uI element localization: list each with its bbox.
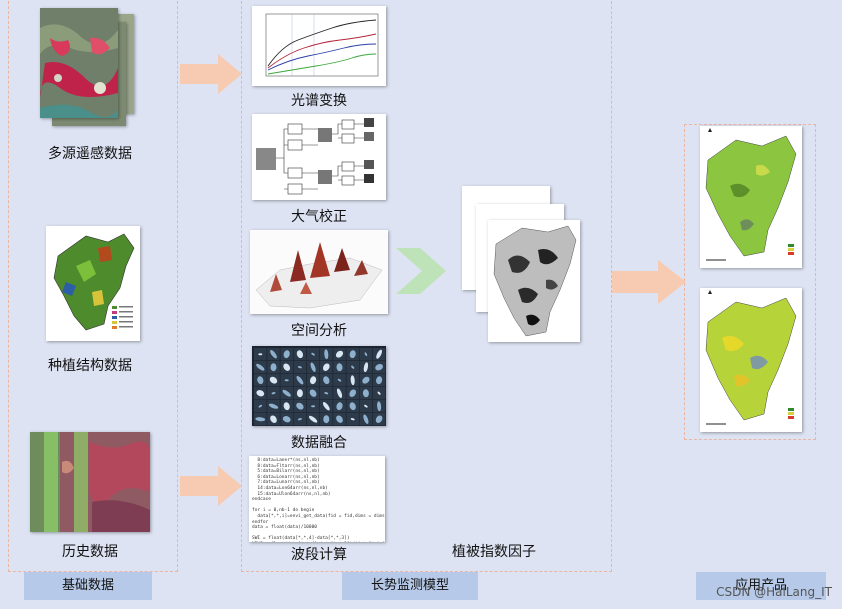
vegetation-index-label: 植被指数因子: [452, 544, 536, 560]
code-block: 8:data=Laner*(ns,nl,nb) 8:data=Fltarr(ns…: [252, 458, 385, 542]
planting-structure-map: [46, 226, 140, 341]
model-frame: [241, 0, 612, 572]
atmospheric-correction-image: [252, 114, 386, 200]
base-data-frame: [8, 0, 178, 572]
band-calculation-code: 8:data=Laner*(ns,nl,nb) 8:data=Fltarr(ns…: [249, 456, 385, 542]
satellite-scene-icon: [40, 8, 118, 118]
base-item-label: 多源遥感数据: [48, 146, 132, 162]
arrow-right-icon: [612, 260, 686, 304]
data-fusion-image: [252, 346, 386, 426]
growth-map-icon: [700, 126, 802, 268]
north-arrow-icon: [708, 128, 712, 132]
base-item-label: 种植结构数据: [48, 358, 132, 374]
product-map-yellow: [700, 288, 802, 432]
model-step-label: 大气校正: [291, 209, 347, 225]
historical-scene-icon: [30, 432, 150, 532]
terrain-3d-icon: [250, 230, 388, 314]
model-tab: 长势监测模型: [342, 572, 478, 600]
chevron-right-icon: [396, 248, 446, 294]
arrow-right-icon: [180, 54, 242, 94]
map-icon: [46, 226, 140, 341]
watermark: CSDN @HaiLang_IT: [716, 585, 832, 599]
legend-icon: [112, 306, 133, 329]
base-data-tab: 基础数据: [24, 572, 152, 600]
product-tab: 应用产品: [696, 572, 826, 600]
model-step-label: 空间分析: [291, 323, 347, 339]
historical-data-image: [30, 432, 150, 532]
spatial-analysis-image: [250, 230, 388, 314]
index-map-icon: [488, 220, 580, 342]
north-arrow-icon: [708, 290, 712, 294]
model-step-label: 波段计算: [291, 547, 347, 563]
arrow-right-icon: [180, 466, 242, 506]
growth-map-icon: [700, 288, 802, 432]
model-step-label: 光谱变换: [291, 93, 347, 109]
spectral-chart-image: [252, 6, 386, 86]
filter-grid-icon: [252, 346, 386, 426]
product-map-green: [700, 126, 802, 268]
base-item-label: 历史数据: [62, 544, 118, 560]
flowchart-icon: [252, 114, 386, 200]
spectral-curve-icon: [252, 6, 386, 86]
model-step-label: 数据融合: [291, 435, 347, 451]
